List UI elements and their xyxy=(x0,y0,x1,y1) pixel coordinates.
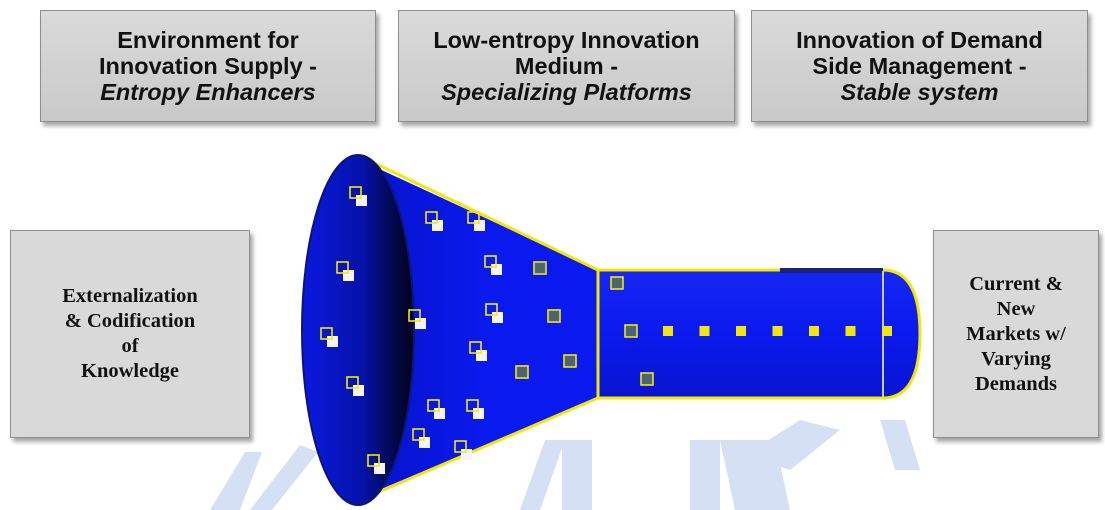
particle-white xyxy=(474,220,485,231)
funnel-mouth xyxy=(301,154,415,506)
particle-outline xyxy=(485,303,498,316)
right-box-line: Current & xyxy=(969,272,1063,295)
particle-white xyxy=(491,264,502,275)
right-box-line: New xyxy=(996,297,1036,320)
header-box-medium-line1: Low-entropy Innovation xyxy=(433,27,700,53)
particle-filled xyxy=(533,261,547,275)
right-box-markets: Current & New Markets w/ Varying Demands xyxy=(933,230,1099,438)
particle-filled xyxy=(547,309,561,323)
header-box-medium-line2: Medium - xyxy=(514,53,619,79)
particle-markers xyxy=(320,186,654,474)
header-box-medium-line3: Specializing Platforms xyxy=(441,79,692,105)
particle-outline xyxy=(320,327,333,340)
header-box-demand: Innovation of Demand Side Management - S… xyxy=(751,10,1088,122)
particle-white xyxy=(432,220,443,231)
particle-white xyxy=(419,437,430,448)
particle-outline xyxy=(408,309,421,322)
header-box-supply-line3: Entropy Enhancers xyxy=(100,79,316,105)
particle-white xyxy=(476,350,487,361)
left-box-line: of xyxy=(121,335,139,357)
left-box-knowledge: Externalization & Codification of Knowle… xyxy=(10,230,250,438)
flow-dot xyxy=(772,326,783,336)
right-box-line: Varying xyxy=(981,347,1051,370)
flow-dots xyxy=(663,326,892,336)
particle-white xyxy=(353,385,364,396)
tube-edge xyxy=(780,268,883,273)
particle-white xyxy=(434,408,445,419)
particle-filled xyxy=(515,365,529,379)
particle-outline xyxy=(425,211,438,224)
particle-white xyxy=(473,408,484,419)
header-box-demand-line3: Stable system xyxy=(840,79,999,105)
header-box-medium: Low-entropy Innovation Medium - Speciali… xyxy=(398,10,735,122)
particle-outline xyxy=(412,428,425,441)
particle-filled xyxy=(624,324,638,338)
left-box-line: Externalization xyxy=(62,285,198,307)
flow-dot xyxy=(882,326,892,336)
flow-dot xyxy=(699,326,710,336)
header-box-supply: Environment for Innovation Supply - Entr… xyxy=(40,10,376,122)
left-box-line: Knowledge xyxy=(81,360,179,382)
particle-filled xyxy=(640,372,654,386)
particle-white xyxy=(415,318,426,329)
particle-outline xyxy=(367,454,380,467)
header-box-demand-line1: Innovation of Demand xyxy=(796,27,1043,53)
particle-white xyxy=(356,195,367,206)
particle-outline xyxy=(454,440,467,453)
particle-filled xyxy=(563,354,577,368)
particle-white xyxy=(374,463,385,474)
particle-white xyxy=(327,336,338,347)
header-box-supply-line1: Environment for xyxy=(117,27,299,53)
flow-dot xyxy=(845,326,856,336)
watermark xyxy=(210,420,920,510)
particle-outline xyxy=(466,399,479,412)
particle-outline xyxy=(484,255,497,268)
header-box-demand-line2: Side Management - xyxy=(812,53,1027,79)
header-box-supply-line2: Innovation Supply - xyxy=(98,53,318,79)
particle-filled xyxy=(610,276,624,290)
right-box-line: Demands xyxy=(974,372,1057,395)
particle-outline xyxy=(346,376,359,389)
particle-outline xyxy=(467,211,480,224)
particle-outline xyxy=(469,341,482,354)
flow-dot xyxy=(736,326,746,336)
particle-outline xyxy=(336,261,349,274)
particle-white xyxy=(492,312,503,323)
particle-white xyxy=(343,270,354,281)
funnel-cone-outline xyxy=(359,158,599,502)
right-box-line: Markets w/ xyxy=(966,322,1066,345)
left-box-line: & Codification xyxy=(64,310,196,332)
flow-dot xyxy=(663,326,673,336)
particle-outline xyxy=(349,186,362,199)
particle-outline xyxy=(427,399,440,412)
funnel-tube xyxy=(596,268,922,400)
particle-white xyxy=(461,449,472,460)
flow-dot xyxy=(809,326,819,336)
